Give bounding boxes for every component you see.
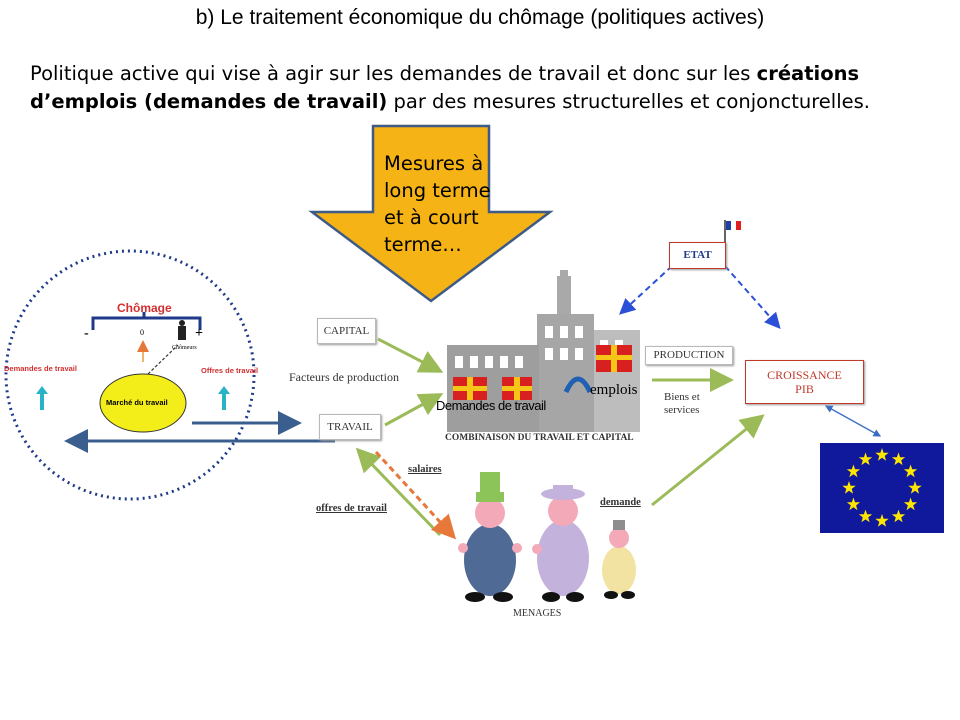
eu-star <box>858 452 873 466</box>
plus-label: + <box>195 326 203 341</box>
chomeurs-figure <box>178 320 186 340</box>
etat-box: ETAT <box>669 242 726 269</box>
offres-label: Offres de travail <box>201 366 259 375</box>
eu-star <box>891 509 906 523</box>
eu-star <box>846 464 861 478</box>
mesures-line-4: terme… <box>384 233 462 256</box>
teal-up-arrow-right <box>218 386 230 410</box>
eu-flag-icon <box>820 443 944 533</box>
household-figures <box>458 472 636 602</box>
eu-star <box>891 452 906 466</box>
labour-market-circle <box>4 249 256 501</box>
offres-travail-label: offres de travail <box>316 503 387 514</box>
zero-label: 0 <box>140 328 144 337</box>
intro-text-bold: créations d’emplois (demandes de travail… <box>30 62 860 113</box>
production-box: PRODUCTION <box>645 346 733 365</box>
marche-label: Marché du travail <box>106 398 168 407</box>
croissance-line-1: CROISSANCE <box>767 368 842 382</box>
green-arrow-capital <box>377 337 444 373</box>
minus-label: - <box>84 326 89 341</box>
french-flag-icon <box>724 220 741 243</box>
mesures-text: Mesures à long terme et à court terme… <box>384 150 499 258</box>
demandes-label: Demandes de travail <box>4 364 77 373</box>
biens-label: Biens et services <box>664 391 700 416</box>
eu-star <box>903 497 918 511</box>
eu-star <box>846 497 861 511</box>
croissance-line-2: PIB <box>795 382 814 396</box>
eu-star <box>858 509 873 523</box>
croissance-box: CROISSANCE PIB <box>745 360 864 404</box>
emplois-label: emplois <box>590 382 638 398</box>
mesures-line-2: long terme <box>384 179 491 202</box>
facteurs-label: Facteurs de production <box>289 370 399 384</box>
intro-text-2: par des mesures structurelles et conjonc… <box>387 90 870 113</box>
eu-star <box>903 464 918 478</box>
etat-arrow-right <box>724 265 781 329</box>
chomeurs-label: Chômeurs <box>172 345 197 351</box>
big-down-arrow <box>308 124 554 303</box>
travail-box: TRAVAIL <box>319 414 381 440</box>
green-arrow-offres <box>355 447 442 537</box>
marche-ellipse <box>99 373 187 433</box>
chomage-label: Chômage <box>117 301 172 315</box>
eu-star <box>842 481 856 494</box>
slide-title: b) Le traitement économique du chômage (… <box>195 6 765 29</box>
menages-label: MENAGES <box>513 608 562 619</box>
etat-arrow-left <box>619 265 673 315</box>
demandes-overlay-label: Demandes de travail <box>436 398 546 413</box>
salaires-label: salaires <box>408 464 442 475</box>
demande-label: demande <box>600 497 641 508</box>
teal-up-arrow-left <box>36 386 48 410</box>
combinaison-label: COMBINAISON DU TRAVAIL ET CAPITAL <box>445 433 634 443</box>
eu-star <box>875 514 889 527</box>
green-arrow-demande <box>651 414 765 507</box>
mesures-line-1: Mesures à <box>384 152 484 175</box>
factory-building <box>447 270 640 432</box>
capital-box: CAPITAL <box>317 318 376 344</box>
intro-paragraph: Politique active qui vise à agir sur les… <box>30 60 910 116</box>
orange-dashed-salaires <box>374 450 457 540</box>
chomage-bracket <box>91 316 202 330</box>
intro-text-1: Politique active qui vise à agir sur les… <box>30 62 757 85</box>
eu-star <box>908 481 922 494</box>
mesures-line-3: et à court <box>384 206 479 229</box>
eu-link-arrow <box>824 405 882 437</box>
eu-star <box>875 448 889 461</box>
green-arrow-travail <box>384 393 444 427</box>
